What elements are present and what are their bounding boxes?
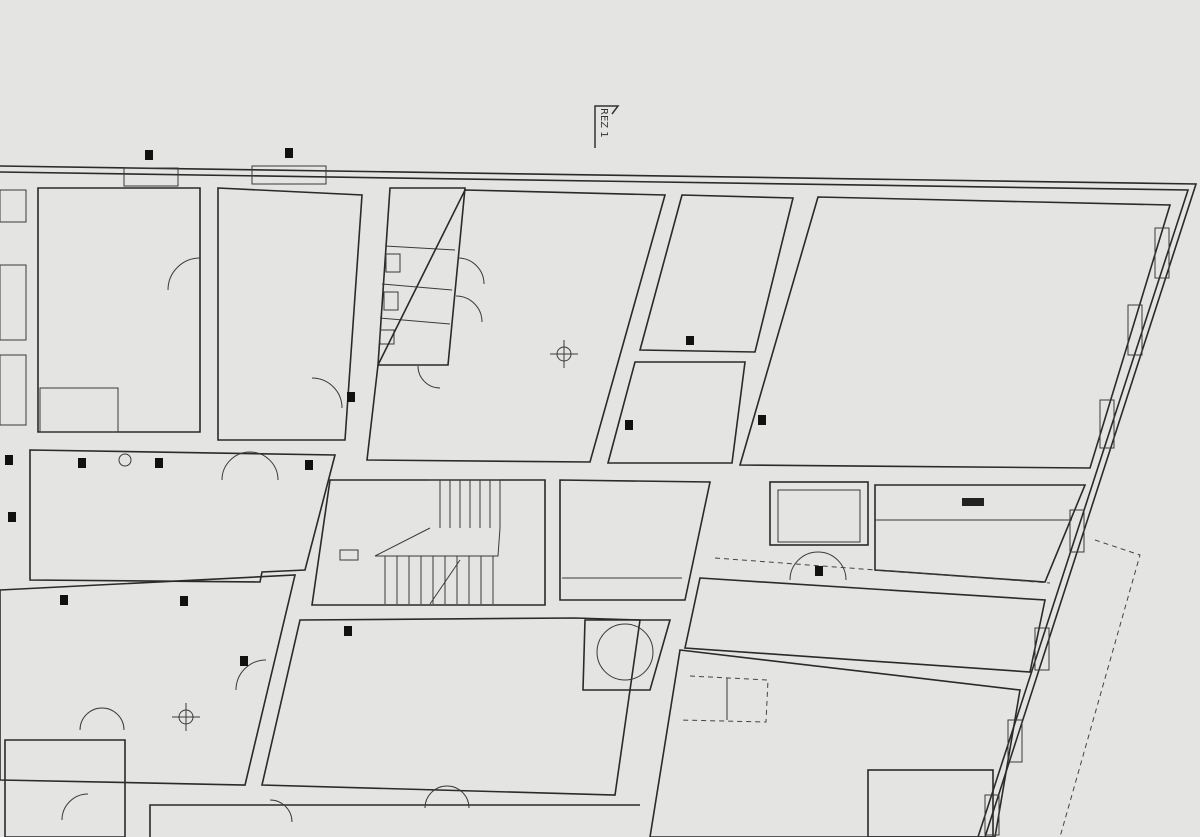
stair-treads [384, 480, 494, 605]
room-c [366, 189, 667, 463]
room-i [684, 577, 1046, 673]
room-a [37, 187, 201, 433]
corridor-east [714, 557, 1051, 584]
room-e [606, 336, 746, 464]
elevator [769, 481, 869, 581]
outer-walls [0, 165, 1198, 837]
annex-dashed [1059, 539, 1141, 837]
room-h [874, 484, 1087, 583]
room-k [649, 649, 1021, 837]
room-g [559, 479, 711, 601]
room-j [261, 617, 641, 796]
corridor-west [29, 449, 337, 583]
room-l [0, 574, 297, 786]
room-b [217, 187, 363, 441]
bottom-rooms [149, 785, 640, 837]
room-f [738, 196, 1172, 469]
section-arrow-icon [594, 105, 620, 148]
window-marks [5, 148, 823, 666]
room-m [4, 707, 126, 837]
stair-hall [311, 479, 546, 606]
circular-shaft [582, 619, 672, 691]
section-label: REZ 1 [598, 108, 609, 138]
wall-openings [0, 165, 1170, 836]
wc-block [377, 187, 485, 389]
room-d [638, 194, 795, 353]
